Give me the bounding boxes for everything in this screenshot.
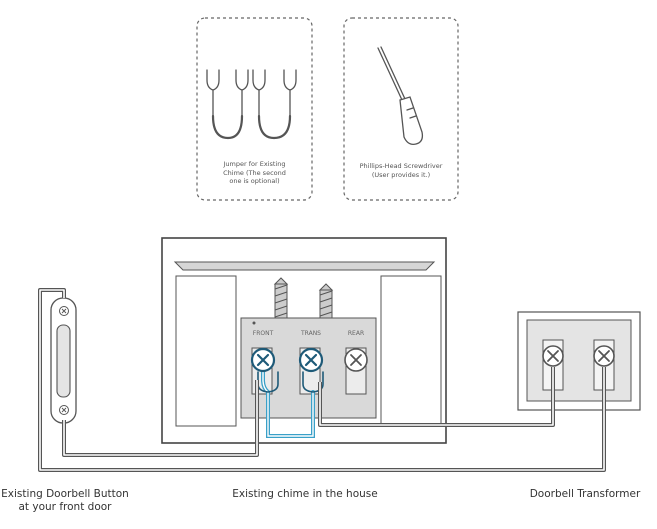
terminal-label-front: FRONT (252, 330, 274, 337)
transformer-caption: Doorbell Transformer (529, 488, 641, 500)
trans-terminal-screw-icon (298, 347, 324, 373)
doorbell-button (50, 297, 77, 424)
jumper-card-caption: Jumper for Existing Chime (The second on… (223, 160, 286, 185)
chime-caption: Existing chime in the house (232, 488, 378, 500)
terminal-label-trans: TRANS (301, 330, 321, 337)
screwdriver-icon (377, 46, 424, 145)
button-caption: Existing Doorbell Button at your front d… (1, 488, 129, 513)
transformer-box (517, 311, 641, 411)
spring-left-icon (273, 277, 289, 319)
rear-terminal-screw-icon (344, 348, 368, 372)
jumper-card (196, 17, 313, 201)
button-top-screw-icon (59, 306, 69, 316)
chime-housing (161, 237, 447, 444)
button-bottom-screw-icon (59, 405, 69, 415)
transformer-screw-right-icon (593, 345, 615, 367)
terminal-label-rear: REAR (347, 330, 365, 337)
transformer-screw-left-icon (542, 345, 564, 367)
spring-right-icon (318, 283, 334, 319)
front-terminal-screw-icon (250, 347, 276, 373)
screwdriver-card-caption: Phillips-Head Screwdriver (User provides… (359, 162, 443, 179)
jumper-icon (206, 69, 297, 140)
screwdriver-card (343, 17, 459, 201)
